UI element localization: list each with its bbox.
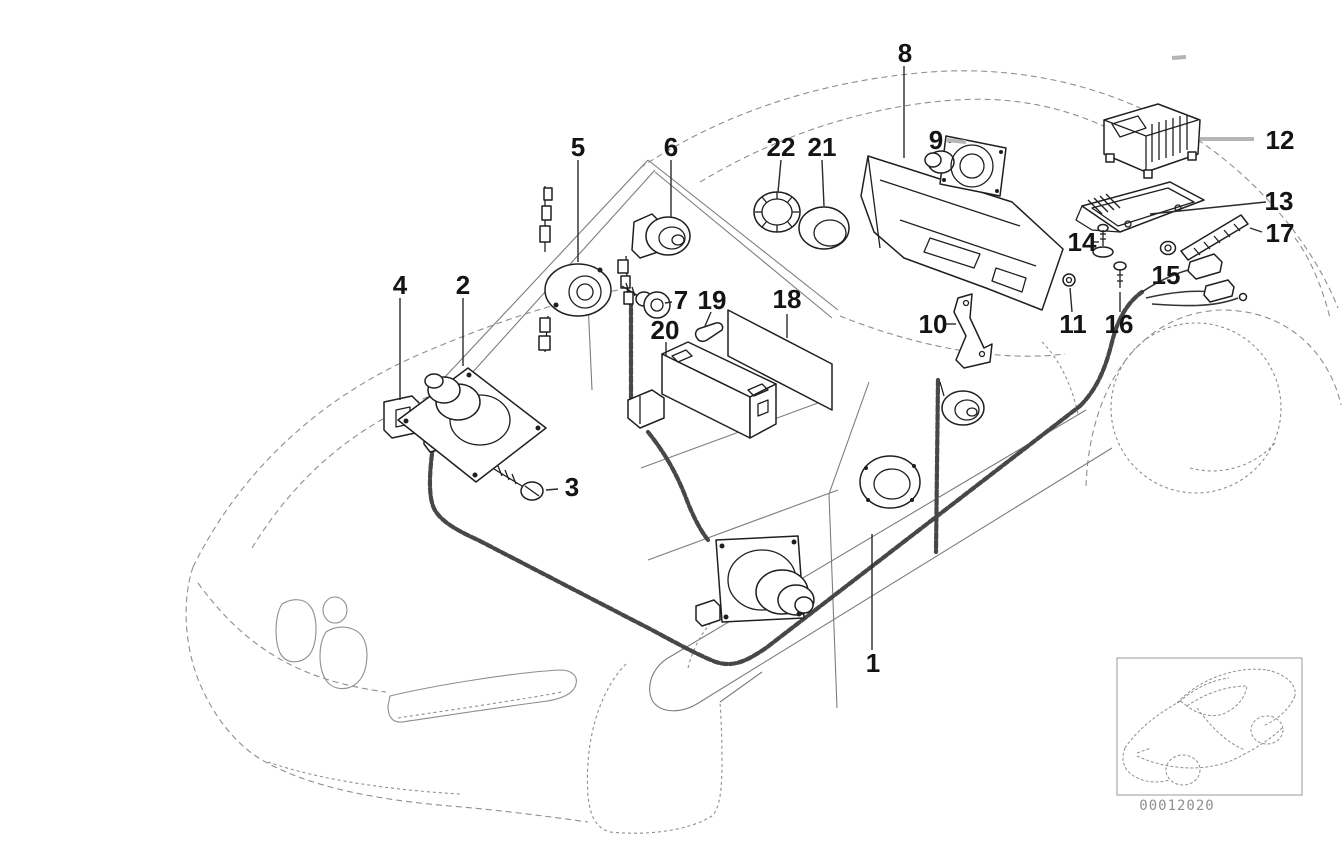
part2-front-speaker-drawing: [397, 367, 547, 483]
door-tweeter-pod-drawing: [939, 381, 985, 426]
part14-screw-drawing: [1092, 223, 1114, 258]
callout-6[interactable]: 6: [664, 132, 678, 162]
thumbnail-border: [1116, 657, 1303, 796]
part20-radio-sleeve-drawing: [661, 341, 777, 439]
part22-ring-clamp-drawing: [753, 191, 801, 233]
callout-12[interactable]: 12: [1266, 125, 1295, 155]
part15-nut-drawing: [1159, 240, 1177, 256]
part3-screw-drawing: [493, 465, 544, 501]
part11-grommet-drawing: [1062, 273, 1076, 287]
callout-14[interactable]: 14: [1068, 227, 1097, 257]
part5-speaker-assembly-drawing: [538, 186, 612, 353]
callout-15[interactable]: 15: [1152, 260, 1181, 290]
part13-mount-tray-drawing: [1075, 181, 1205, 233]
callout-4[interactable]: 4: [393, 270, 408, 300]
callout-numbers: 1 2 3 4 5 6 7 8 9 10 11 12 13 14 15 16 1…: [393, 38, 1295, 678]
part12-amplifier-drawing: [1103, 103, 1201, 179]
callout-1[interactable]: 1: [866, 648, 880, 678]
harness-connector-plugs: [627, 253, 1248, 429]
part9-dash-speaker-drawing: [924, 135, 1007, 197]
part19-pin-drawing: [694, 322, 724, 343]
callout-16[interactable]: 16: [1105, 309, 1134, 339]
door-midrange-speaker-drawing: [859, 455, 921, 509]
part18-cover-plate-drawing: [727, 309, 833, 411]
callout-13[interactable]: 13: [1265, 186, 1294, 216]
part8-dashboard-console-drawing: [860, 155, 1064, 311]
callout-2[interactable]: 2: [456, 270, 470, 300]
callout-22[interactable]: 22: [767, 132, 796, 162]
part-drawings: [383, 103, 1249, 627]
part10-bracket-drawing: [953, 293, 993, 369]
part21-speaker-cup-drawing: [798, 206, 850, 250]
leader-lines: [399, 66, 1267, 650]
part6-tweeter-assembly-drawing: [617, 213, 691, 305]
diagram-code: 00012020: [1139, 798, 1214, 814]
callout-19[interactable]: 19: [698, 285, 727, 315]
part17-antenna-rod-drawing: [1180, 214, 1249, 261]
door-woofer-drawing: [695, 535, 815, 627]
callout-5[interactable]: 5: [571, 132, 585, 162]
wiring-harness-part1: [427, 253, 1248, 667]
callout-21[interactable]: 21: [808, 132, 837, 162]
callout-9[interactable]: 9: [929, 125, 943, 155]
callout-7[interactable]: 7: [674, 285, 688, 315]
callout-20[interactable]: 20: [651, 315, 680, 345]
callout-8[interactable]: 8: [898, 38, 912, 68]
callout-11[interactable]: 11: [1059, 309, 1087, 339]
callout-3[interactable]: 3: [565, 472, 579, 502]
thumbnail-panel: 00012020: [1116, 657, 1303, 814]
callout-17[interactable]: 17: [1266, 218, 1295, 248]
part7-knob-screw-drawing: [621, 282, 671, 319]
callout-10[interactable]: 10: [919, 309, 948, 339]
thumbnail-car-sketch: [1122, 668, 1296, 786]
part16-screw-drawing: [1113, 261, 1127, 288]
callout-18[interactable]: 18: [773, 284, 802, 314]
